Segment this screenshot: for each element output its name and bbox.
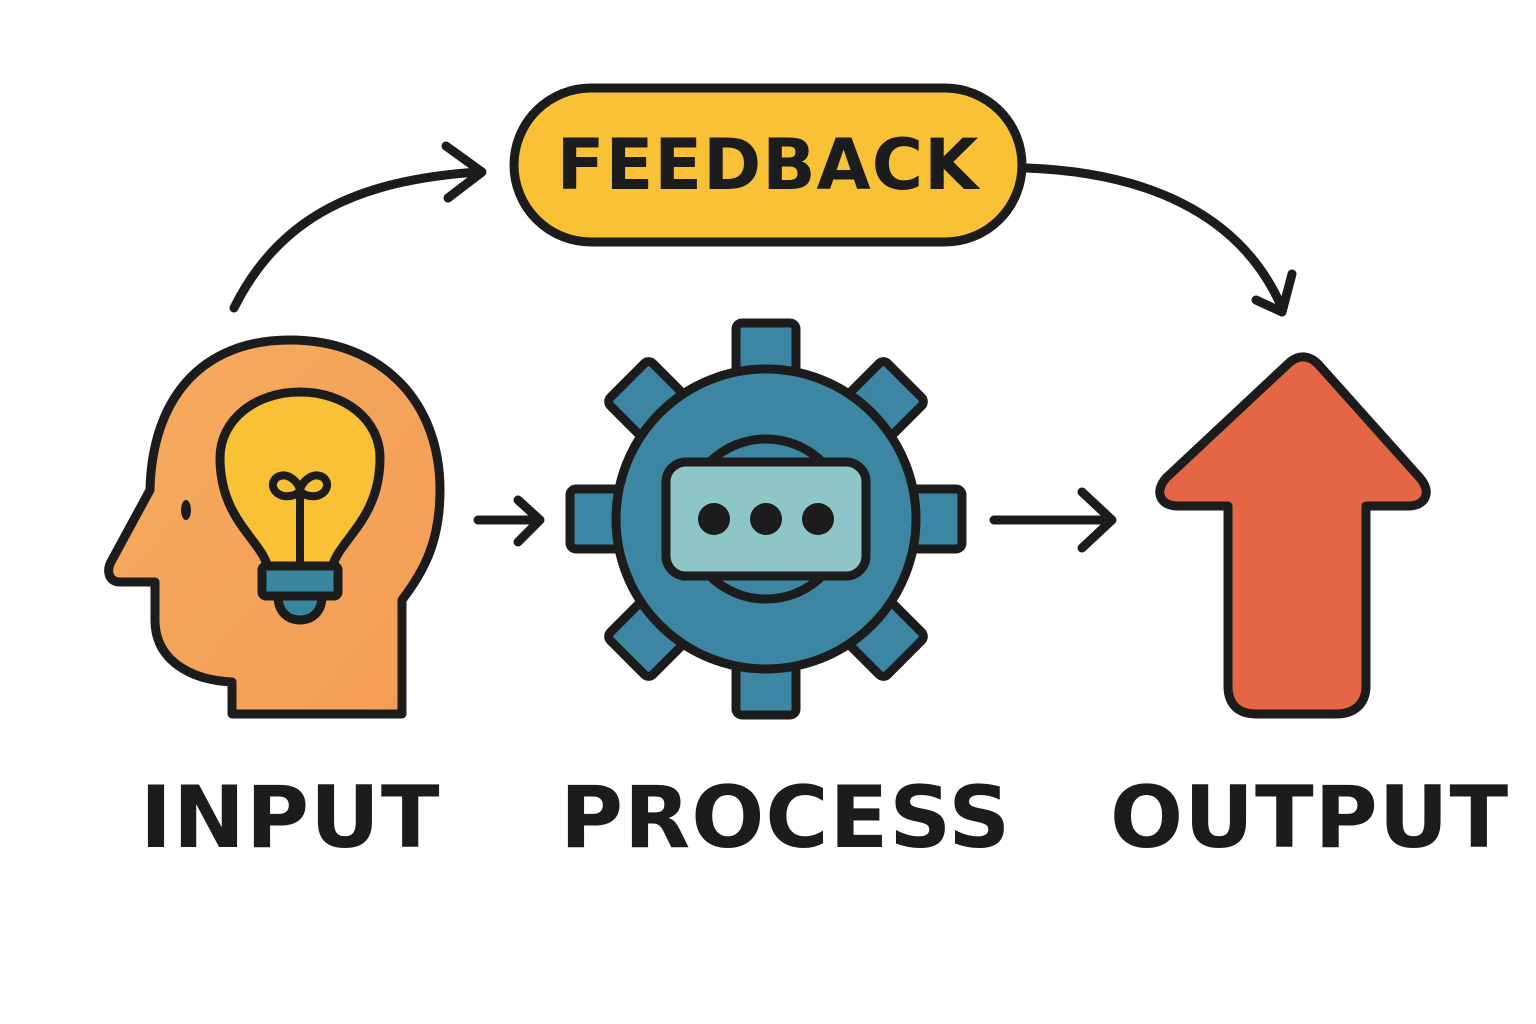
process-label: PROCESS [560,768,1012,868]
head-eye [181,500,191,520]
input-to-feedback-arrow [229,141,487,313]
process-to-output-arrow [989,487,1117,553]
bulb-filament [269,471,331,570]
head-lightbulb-icon [104,335,445,719]
output-label: OUTPUT [1110,768,1510,868]
screen-dot [698,503,730,535]
bulb-cap [273,591,327,625]
bulb-glass [215,387,385,573]
screen-dot [750,503,782,535]
input-to-process-arrow [473,495,545,547]
feedback-to-output-arrow [1021,163,1297,317]
feedback-pill [509,83,1027,247]
input-label: INPUT [140,768,441,868]
gear-icon [565,318,967,720]
feedback-label: FEEDBACK [556,124,980,206]
up-arrow-icon [1155,352,1431,719]
screen-dot [802,503,834,535]
